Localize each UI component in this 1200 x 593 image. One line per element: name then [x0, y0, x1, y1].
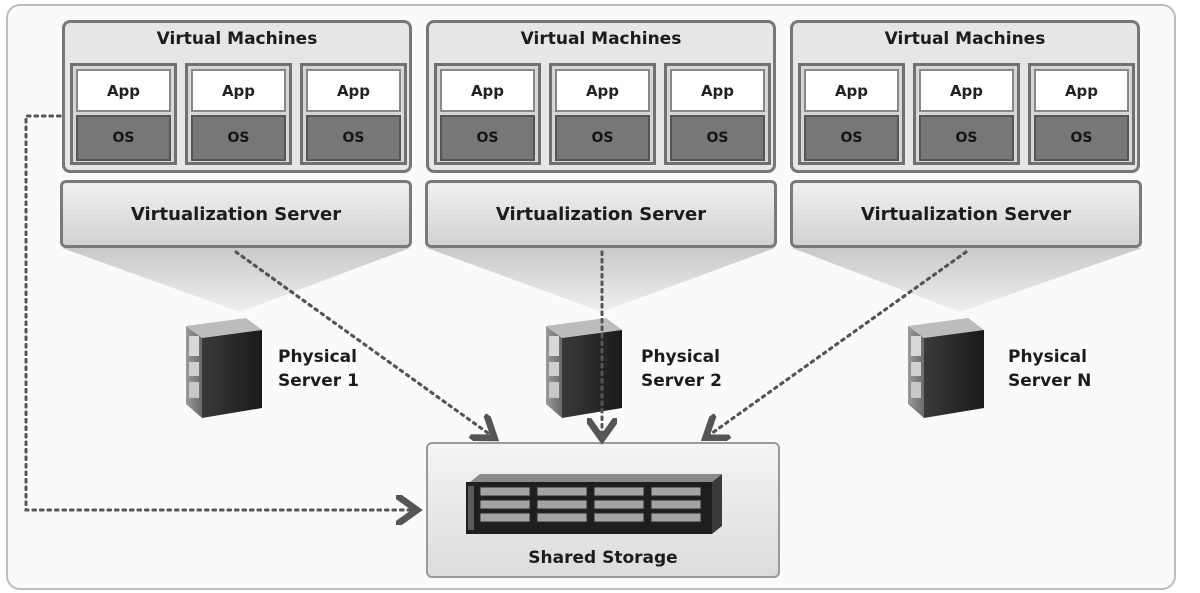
shared-storage-label: Shared Storage — [528, 548, 678, 568]
connector-arrow-server1 — [234, 250, 492, 436]
app-layer: App — [555, 69, 650, 112]
os-layer: OS — [1034, 115, 1129, 161]
os-layer: OS — [306, 115, 401, 161]
vm-group-1: Virtual Machines App OS App OS App OS — [62, 20, 412, 173]
connector-arrow-vm — [24, 114, 414, 510]
vm-box: App OS — [434, 63, 541, 165]
app-layer: App — [670, 69, 765, 112]
os-layer: OS — [804, 115, 899, 161]
app-layer: App — [919, 69, 1014, 112]
app-layer: App — [1034, 69, 1129, 112]
vm-box: App OS — [913, 63, 1020, 165]
vm-group-title: Virtual Machines — [520, 29, 682, 49]
vm-box: App OS — [549, 63, 656, 165]
os-layer: OS — [670, 115, 765, 161]
os-layer: OS — [76, 115, 171, 161]
funnel-1 — [62, 248, 410, 312]
server-tower-icon-1 — [186, 318, 262, 418]
funnel-3 — [792, 248, 1142, 312]
os-layer: OS — [440, 115, 535, 161]
app-layer: App — [804, 69, 899, 112]
funnel-2 — [427, 248, 775, 312]
vm-box: App OS — [664, 63, 771, 165]
vm-group-3: Virtual Machines App OS App OS App OS — [790, 20, 1140, 173]
physical-server-line1: Physical — [278, 347, 357, 367]
app-layer: App — [440, 69, 535, 112]
physical-server-line1: Physical — [641, 347, 720, 367]
os-layer: OS — [919, 115, 1014, 161]
vm-box: App OS — [185, 63, 292, 165]
physical-server-line2: Server 2 — [641, 371, 722, 391]
vm-box: App OS — [70, 63, 177, 165]
vm-group-2: Virtual Machines App OS App OS App OS — [426, 20, 776, 173]
physical-server-label-n: Physical Server N — [1008, 345, 1091, 393]
os-layer: OS — [191, 115, 286, 161]
app-layer: App — [76, 69, 171, 112]
server-tower-icon-2 — [546, 318, 622, 418]
app-layer: App — [191, 69, 286, 112]
shared-storage-box: Shared Storage — [426, 442, 780, 578]
physical-server-line2: Server N — [1008, 371, 1092, 391]
physical-server-line2: Server 1 — [278, 371, 359, 391]
physical-server-label-2: Physical Server 2 — [641, 345, 722, 393]
os-layer: OS — [555, 115, 650, 161]
physical-server-line1: Physical — [1008, 347, 1087, 367]
virtualization-server-2: Virtualization Server — [425, 180, 777, 248]
vm-box: App OS — [1028, 63, 1135, 165]
server-tower-icon-n — [908, 318, 984, 418]
virtualization-server-3: Virtualization Server — [790, 180, 1142, 248]
vm-box: App OS — [798, 63, 905, 165]
vm-box: App OS — [300, 63, 407, 165]
physical-server-label-1: Physical Server 1 — [278, 345, 359, 393]
app-layer: App — [306, 69, 401, 112]
vm-group-title: Virtual Machines — [156, 29, 318, 49]
vm-group-title: Virtual Machines — [884, 29, 1046, 49]
virtualization-server-1: Virtualization Server — [60, 180, 412, 248]
